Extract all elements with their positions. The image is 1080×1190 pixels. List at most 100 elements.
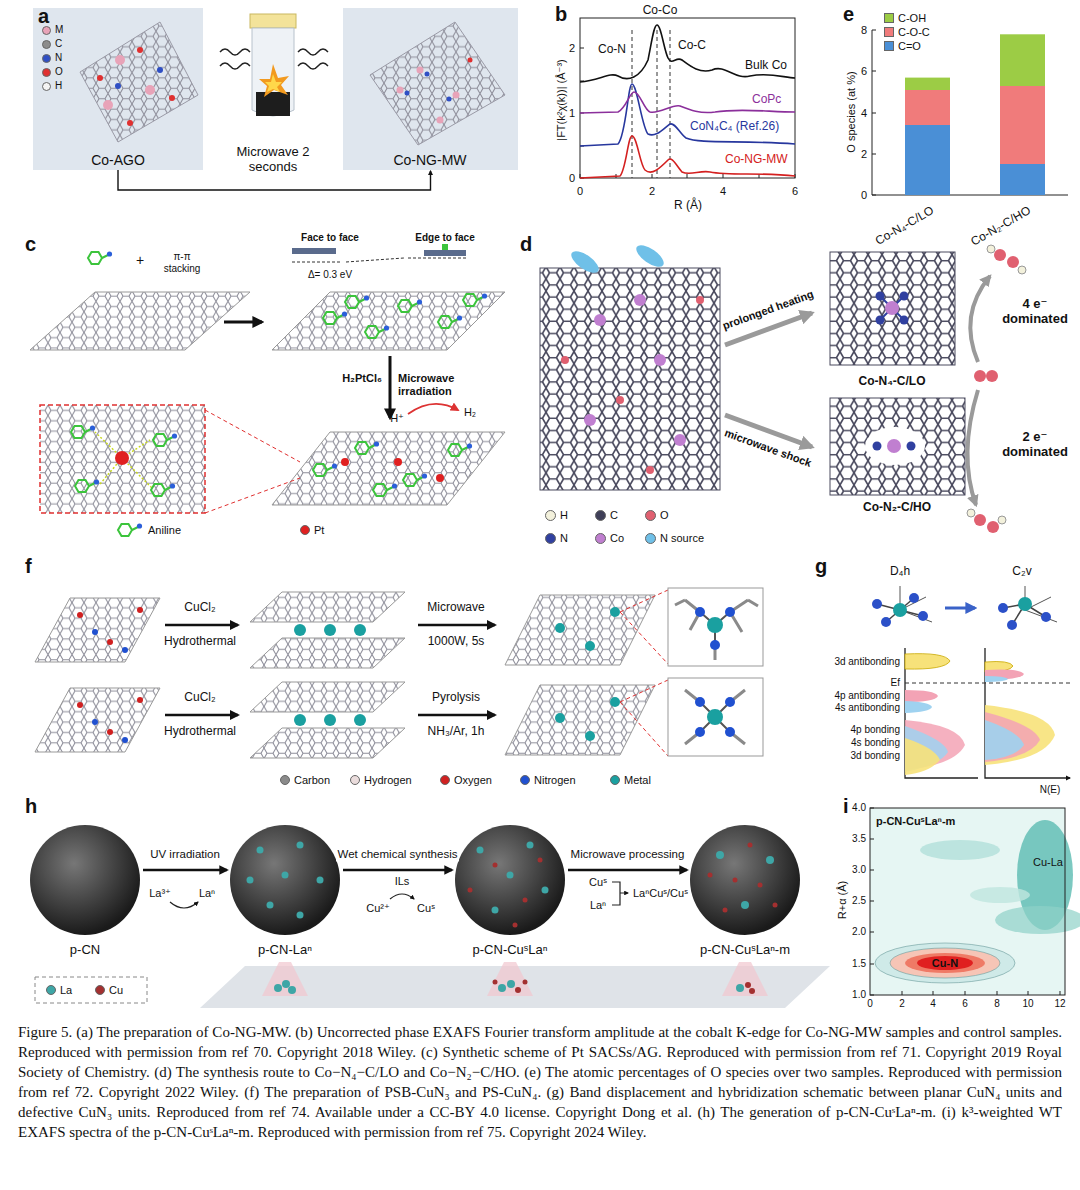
panel-f-art-shape <box>250 682 405 712</box>
panel-a-art-shape <box>127 120 133 126</box>
panel-g-art-shape <box>909 593 919 603</box>
label-text: Co-C <box>678 39 706 53</box>
panel-f-art-shape <box>137 607 143 613</box>
label-text: LaⁿCuˢ/Cuˢ <box>633 887 688 900</box>
label-text: CoN₄C₄ (Ref.26) <box>690 120 779 134</box>
panel-d-art-shape <box>987 245 995 253</box>
legend-swatch <box>300 525 310 535</box>
panel-f-art-shape <box>668 588 763 666</box>
label-text: H₂ <box>464 406 476 419</box>
panel-f-art-shape <box>585 641 595 651</box>
label-text: Δ= 0.3 eV <box>308 269 352 281</box>
panel-d-art-shape <box>900 316 909 325</box>
legend-text: O <box>660 509 669 522</box>
panel-a-art-shape <box>252 28 294 116</box>
legend-swatch <box>645 510 656 521</box>
panel-i-plot-shape <box>920 840 1000 860</box>
node-label: p-CN-CuˢLaⁿ <box>473 943 548 958</box>
label-text: 1000W, 5s <box>428 635 485 649</box>
panel-h-art-shape <box>282 980 290 988</box>
figure-caption: Figure 5. (a) The preparation of Co-NG-M… <box>18 1022 1062 1142</box>
node-label: p-CN-CuˢLaⁿ-m <box>700 943 790 958</box>
label-text: Face to face <box>301 232 359 244</box>
panel-f-art-shape <box>725 727 735 737</box>
panel-letter: h <box>25 795 37 818</box>
panel-h-art-shape <box>170 902 198 908</box>
legend-text: C <box>610 509 618 522</box>
panel-h-art-shape <box>722 962 768 996</box>
panel-c-art-shape <box>153 433 177 446</box>
label-text: 2 <box>569 42 575 55</box>
panel-c-art-shape <box>75 479 99 492</box>
panel-b-plot-shape <box>580 48 795 178</box>
panel-h-art-shape-shape <box>748 843 753 848</box>
panel-h-art-shape <box>498 984 506 992</box>
connector-arrow <box>143 869 227 871</box>
panel-f-art-shape <box>685 690 745 744</box>
panel-f-art-shape <box>165 624 238 627</box>
panel-letter: a <box>38 5 49 28</box>
label-text: 0 <box>861 189 867 202</box>
panel-d-art-shape <box>674 434 686 446</box>
panel-a-art-shape <box>437 117 444 124</box>
panel-e-bars-shape <box>905 78 950 90</box>
panel-h-art-shape <box>390 894 414 899</box>
label-text: Cuˢ <box>417 902 435 915</box>
panel-f-art-shape <box>707 617 723 633</box>
panel-h-art-shape <box>749 988 755 994</box>
legend-text: H <box>55 80 62 92</box>
panel-d-art-shape <box>998 516 1006 524</box>
panel-f-art-shape <box>725 607 735 617</box>
panel-c-art-shape <box>205 410 300 513</box>
label-text: R (Å) <box>674 199 702 213</box>
legend-text: H <box>560 509 568 522</box>
panel-h-art-shape-shape <box>297 912 304 919</box>
panel-f-art-shape <box>725 697 735 707</box>
panel-b-plot-shape <box>580 84 795 146</box>
panel-h-art-shape <box>507 980 515 988</box>
legend-text: C-O-C <box>898 26 930 39</box>
label-text: C₂v <box>1012 565 1031 579</box>
panel-g-art-shape <box>905 701 932 713</box>
panel-e-bars-shape <box>1000 164 1045 195</box>
panel-d-art-shape <box>876 292 885 301</box>
legend-text: Metal <box>624 774 651 787</box>
panel-g-art-shape <box>872 599 882 609</box>
panel-h-art-shape-shape <box>477 847 484 854</box>
panel-a-art-shape <box>80 22 198 142</box>
panel-h-art-shape <box>35 977 147 1003</box>
label-text: H⁺ <box>390 412 404 425</box>
panel-f-art-shape <box>695 727 705 737</box>
edge-label: Microwave processing <box>569 848 687 861</box>
label-text: Laⁿ <box>590 899 606 912</box>
panel-d-art-shape <box>880 296 904 320</box>
panel-c-art-shape <box>365 325 389 338</box>
panel-g-art-shape <box>1041 612 1051 622</box>
legend-swatch <box>42 40 51 49</box>
panel-a-art-shape <box>397 87 404 94</box>
panel-d-art-shape <box>1018 266 1026 274</box>
panel-d-art-shape <box>967 509 975 517</box>
panel-f-art-shape <box>354 624 366 636</box>
panel-i-plot-shape <box>905 953 985 973</box>
label-text: R+α (Å) <box>836 881 849 919</box>
panel-f-art-shape <box>92 719 98 725</box>
panel-c-art-shape <box>272 432 505 505</box>
legend-text: N <box>55 52 62 64</box>
label-text: Bulk Co <box>745 59 787 73</box>
panel-f-art-shape <box>585 731 595 741</box>
label-text: 3d antibonding <box>834 656 900 668</box>
label-text: |FT(k²χ(k))| (Å⁻³) <box>555 59 568 140</box>
label-text: Hydrothermal <box>164 725 236 739</box>
panel-a-art-shape <box>425 72 430 77</box>
panel-c-art-shape <box>389 356 392 418</box>
panel-f-art-shape <box>700 702 730 732</box>
panel-d-art-shape <box>830 252 955 365</box>
panel-h-art-shape <box>523 980 528 985</box>
panel-a-art-shape <box>220 49 328 69</box>
panel-h-art-shape <box>612 882 628 905</box>
label-text: 2 e⁻ dominated <box>995 430 1075 460</box>
panel-d-art-shape <box>974 370 986 382</box>
